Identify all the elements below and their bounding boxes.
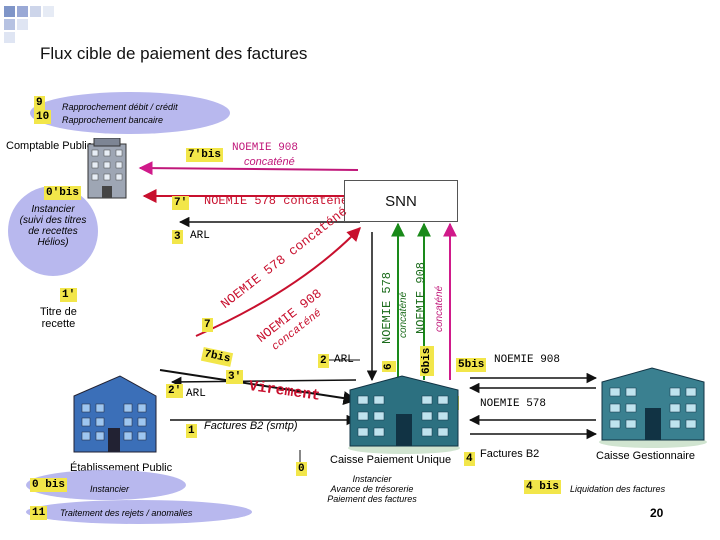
cg-label: Caisse Gestionnaire	[596, 450, 696, 462]
step-9-badge: 9	[34, 96, 45, 110]
step-6bis-badge: 6bis	[420, 345, 434, 376]
cpu-desc: Instancier Avance de trésorerie Paiement…	[327, 474, 417, 504]
arl-2-label: ARL	[334, 354, 354, 366]
step-10-badge: 10	[34, 110, 52, 124]
noemie-908-top-sub: concaténé	[244, 156, 295, 168]
cg-building-icon	[599, 367, 707, 448]
comptable-desc: Instancier (suivi des titres de recettes…	[19, 204, 87, 248]
noemie-908-right-label: NOEMIE 908	[494, 354, 561, 366]
arl-3-label: ARL	[190, 230, 210, 242]
step-3-badge: 3	[172, 230, 183, 244]
titre-recette-label: Titre de recette	[40, 306, 77, 330]
reconciliation-line-1: Rapprochement débit / crédit	[62, 102, 178, 112]
comptable-building-icon	[87, 138, 127, 199]
vertical-noemie-908: NOEMIE 908	[414, 261, 428, 334]
comptable-public-label: Comptable Public	[6, 140, 93, 152]
step-5bis-badge: 5bis	[456, 358, 487, 372]
factures-b2-label: Factures B2	[480, 448, 540, 460]
factures-smtp-label: Factures B2 (smtp)	[204, 420, 298, 432]
reconciliation-line-2: Rapprochement bancaire	[62, 115, 164, 125]
vertical-noemie-578-sub: concaténé	[398, 291, 409, 338]
vertical-noemie-908-sub: concaténé	[434, 285, 445, 332]
cg-desc: Liquidation des factures	[570, 484, 666, 494]
step-0-badge: 0	[296, 462, 307, 476]
step-4-badge: 4	[464, 452, 475, 466]
cpu-building-icon	[348, 375, 460, 454]
etablissement-instancier: Instancier	[90, 484, 130, 494]
step-7-badge: 7	[202, 318, 213, 332]
step-6-badge: 6	[382, 361, 396, 372]
step-11-badge: 11	[30, 506, 48, 520]
step-7bis-prime-badge: 7'bis	[186, 148, 224, 162]
comptable-ellipse	[8, 186, 98, 276]
noemie-578-right-label: NOEMIE 578	[480, 398, 547, 410]
page-number: 20	[650, 506, 664, 520]
step-4bis-badge: 4 bis	[524, 480, 562, 494]
rejets-label: Traitement des rejets / anomalies	[60, 508, 193, 518]
step-3-prime-badge: 3'	[226, 370, 244, 384]
step-1-badge: 1	[186, 424, 197, 438]
etablissement-building-icon	[73, 375, 157, 453]
rejets-ellipse	[26, 500, 252, 524]
step-1-prime-badge: 1'	[60, 288, 78, 302]
vertical-noemie-578: NOEMIE 578	[380, 271, 394, 344]
page-title: Flux cible de paiement des factures	[40, 44, 308, 63]
step-0bis-prime-badge: 0'bis	[44, 186, 82, 200]
step-0bis-badge: 0 bis	[30, 478, 68, 492]
noemie-908-top-label: NOEMIE 908	[232, 142, 299, 154]
step-2-prime-badge: 2'	[166, 384, 184, 398]
step-2-badge: 2	[318, 354, 329, 368]
step-7-prime-badge: 7'	[172, 196, 190, 210]
noemie-578-concat-label: NOEMIE 578 concaténé	[204, 194, 349, 208]
reconciliation-ellipse	[30, 92, 230, 134]
cpu-label: Caisse Paiement Unique	[330, 454, 452, 466]
arl-2-prime-label: ARL	[186, 388, 206, 400]
snn-box: SNN	[344, 180, 458, 222]
